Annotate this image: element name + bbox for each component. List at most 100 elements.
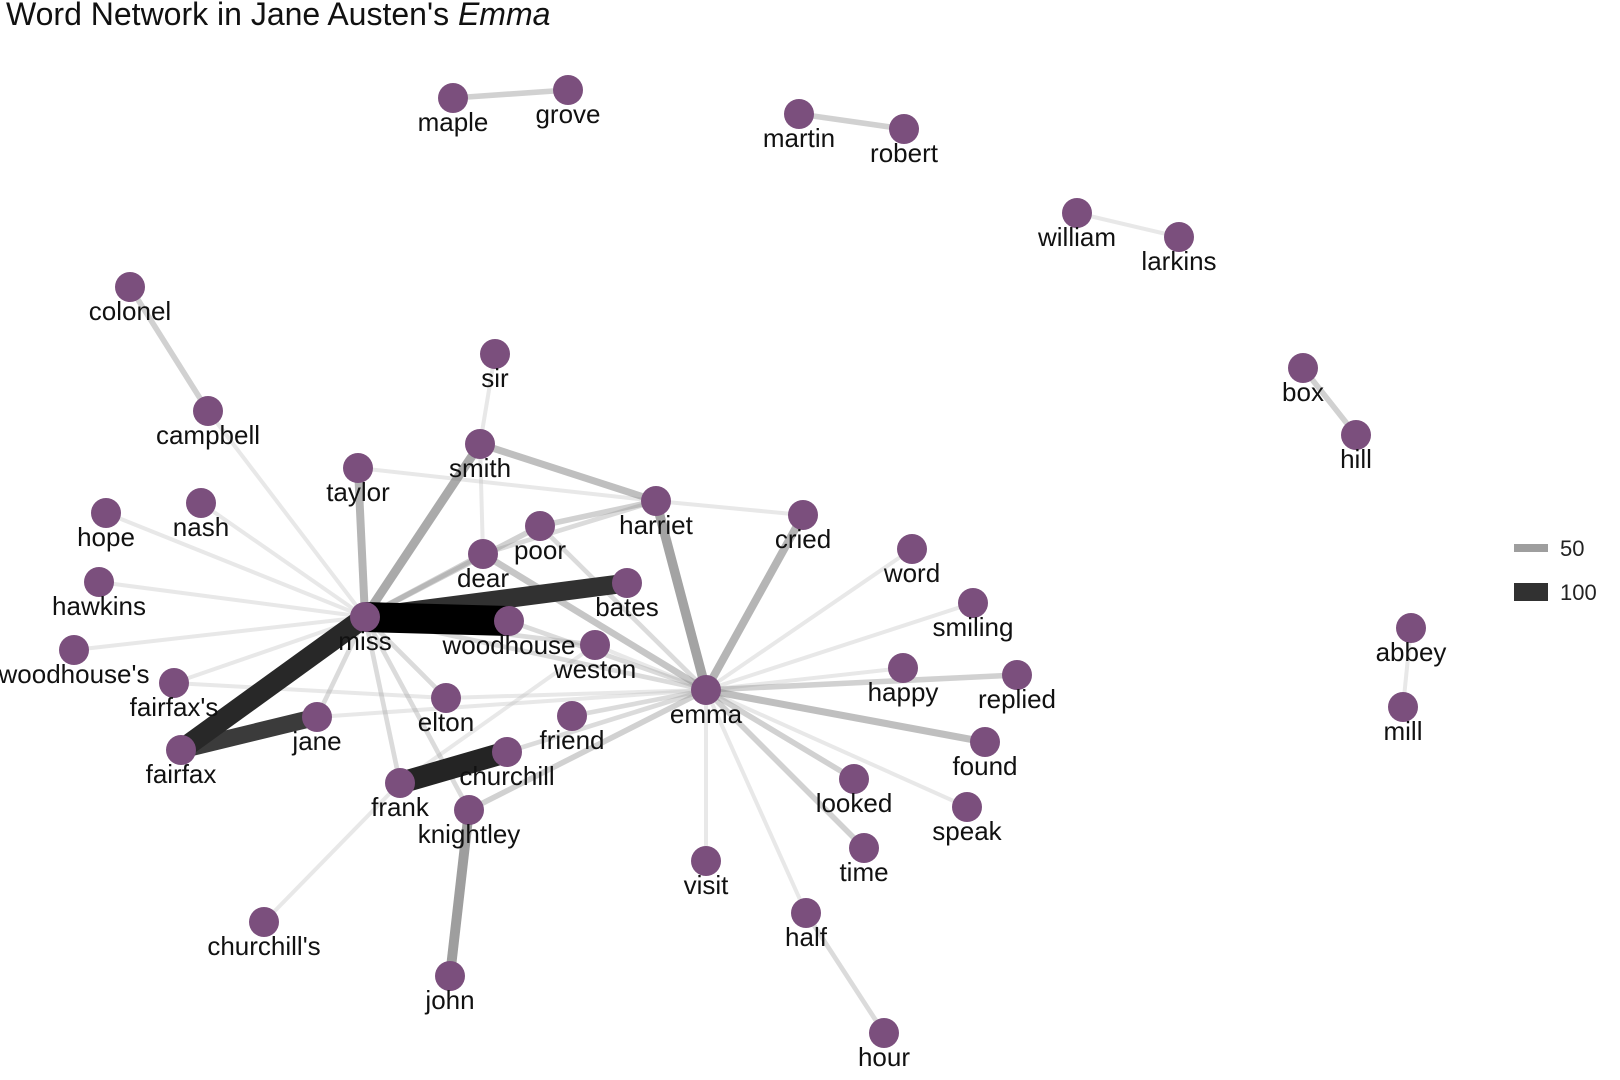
node-label-hill: hill xyxy=(1340,444,1372,474)
node-circle-looked xyxy=(839,764,869,794)
node-dear: dear xyxy=(457,539,509,593)
node-label-harriet: harriet xyxy=(619,510,693,540)
edge-frank-churchills xyxy=(262,781,402,924)
node-label-cried: cried xyxy=(775,524,831,554)
edge-martin-robert xyxy=(798,111,905,132)
edge-poor-miss xyxy=(363,523,542,620)
node-woodhouse: woodhouse xyxy=(442,606,576,660)
edge-frank-churchill xyxy=(396,741,511,794)
node-circle-abbey xyxy=(1396,613,1426,643)
node-circle-poor xyxy=(525,511,555,541)
edge-miss-woodhouse xyxy=(364,602,510,636)
edge-woodhouse-emma xyxy=(508,618,707,693)
node-label-hour: hour xyxy=(858,1042,910,1072)
node-label-time: time xyxy=(839,857,888,887)
node-circle-sir xyxy=(480,339,510,369)
node-taylor: taylor xyxy=(326,453,390,507)
node-label-john: john xyxy=(424,985,474,1015)
node-happy: happy xyxy=(868,653,939,707)
node-label-fairfaxs: fairfax's xyxy=(130,692,219,722)
edge-miss-campbell xyxy=(206,409,367,619)
edge-half-hour xyxy=(804,911,886,1035)
edge-emma-smiling xyxy=(705,601,974,692)
node-label-taylor: taylor xyxy=(326,477,390,507)
node-harriet: harriet xyxy=(619,486,694,540)
node-smiling: smiling xyxy=(933,588,1013,642)
node-replied: replied xyxy=(978,660,1056,714)
node-circle-larkins xyxy=(1164,222,1194,252)
node-label-visit: visit xyxy=(684,870,730,900)
node-label-speak: speak xyxy=(932,816,1002,846)
node-cried: cried xyxy=(775,500,831,554)
edge-harriet-poor xyxy=(539,498,657,529)
node-label-mill: mill xyxy=(1384,716,1423,746)
edge-emma-half xyxy=(704,689,808,914)
node-emma: emma xyxy=(670,675,743,729)
node-speak: speak xyxy=(932,792,1003,846)
node-circle-cried xyxy=(788,500,818,530)
edge-emma-time xyxy=(704,688,866,850)
node-circle-emma xyxy=(691,675,721,705)
edge-knightley-john xyxy=(445,809,474,977)
node-half: half xyxy=(785,898,828,952)
edge-taylor-harriet xyxy=(357,466,657,503)
node-visit: visit xyxy=(684,846,730,900)
edges-layer xyxy=(73,87,1413,1035)
node-circle-william xyxy=(1062,198,1092,228)
edge-miss-nash xyxy=(199,501,367,619)
edge-harriet-emma xyxy=(651,499,711,692)
node-label-churchills: churchill's xyxy=(207,931,320,961)
edge-cried-emma xyxy=(702,513,807,692)
edge-miss-frank xyxy=(362,616,403,784)
node-label-hawkins: hawkins xyxy=(52,591,146,621)
node-label-maple: maple xyxy=(418,107,489,137)
node-circle-campbell xyxy=(193,396,223,426)
node-circle-bates xyxy=(612,568,642,598)
node-hill: hill xyxy=(1340,420,1372,474)
edge-fairfaxs-elton xyxy=(173,681,447,700)
node-weston: weston xyxy=(553,630,636,684)
node-label-hope: hope xyxy=(77,522,135,552)
node-circle-knightley xyxy=(454,795,484,825)
node-hope: hope xyxy=(77,498,135,552)
node-circle-jane xyxy=(302,702,332,732)
node-label-happy: happy xyxy=(868,677,939,707)
node-circle-taylor xyxy=(343,453,373,483)
node-label-churchill: churchill xyxy=(459,761,554,791)
edge-sir-smith xyxy=(478,353,497,445)
node-campbell: campbell xyxy=(156,396,260,450)
node-circle-visit xyxy=(691,846,721,876)
node-circle-time xyxy=(849,833,879,863)
node-circle-half xyxy=(791,898,821,928)
node-circle-found xyxy=(970,727,1000,757)
node-martin: martin xyxy=(763,99,835,153)
node-time: time xyxy=(839,833,889,887)
node-label-colonel: colonel xyxy=(89,296,171,326)
node-circle-hope xyxy=(91,498,121,528)
edge-harriet-dear xyxy=(482,498,657,557)
node-looked: looked xyxy=(816,764,892,818)
edge-taylor-miss xyxy=(354,467,369,618)
node-circle-churchill xyxy=(492,737,522,767)
edge-emma-replied xyxy=(705,672,1018,693)
edge-maple-grove xyxy=(452,87,569,101)
node-circle-smiling xyxy=(958,588,988,618)
node-grove: grove xyxy=(535,75,601,129)
node-circle-hill xyxy=(1341,420,1371,450)
node-fairfaxs: fairfax's xyxy=(130,668,219,722)
edge-smith-miss xyxy=(361,441,484,620)
edge-emma-word xyxy=(704,547,914,692)
edge-churchill-emma xyxy=(506,687,707,755)
edge-jane-emma xyxy=(316,688,707,719)
node-circle-maple xyxy=(438,83,468,113)
node-circle-woodhouse xyxy=(494,606,524,636)
node-bates: bates xyxy=(595,568,659,622)
node-circle-happy xyxy=(888,653,918,683)
edge-emma-happy xyxy=(705,666,904,692)
node-circle-fairfax xyxy=(166,735,196,765)
edge-poor-emma xyxy=(538,524,708,692)
node-smith: smith xyxy=(449,429,511,483)
node-hour: hour xyxy=(858,1018,910,1072)
node-circle-churchills xyxy=(249,907,279,937)
